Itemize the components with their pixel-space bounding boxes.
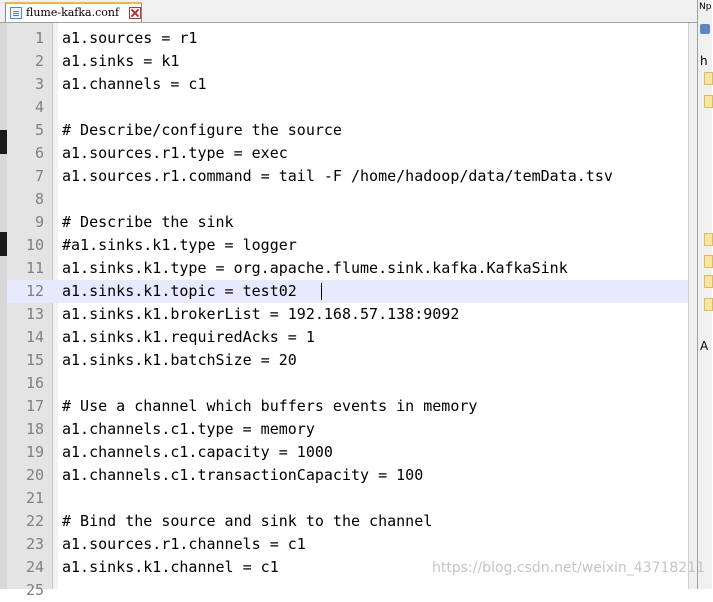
file-icon [10,7,22,19]
line-number: 11 [25,259,44,277]
code-line[interactable]: 14 a1.sinks.k1.requiredAcks = 1 [7,326,688,349]
code-editor[interactable]: 1 a1.sources = r1 2 a1.sinks = k1 3 a1.channe… [7,23,688,599]
line-number: 14 [25,328,44,346]
tab-bar: flume-kafka.conf [0,0,697,23]
line-number: 15 [25,351,44,369]
code-line[interactable]: 17 # Use a channel which buffers events i… [7,395,688,418]
code-line[interactable]: 5 # Describe/configure the source [7,119,688,142]
line-number: 8 [34,190,44,208]
line-number: 12 [25,282,44,300]
line-number-gutter [7,23,53,589]
line-text[interactable]: # Describe/configure the source [62,121,342,139]
tab-flume-kafka-conf[interactable]: flume-kafka.conf [5,2,142,22]
panel-text: A [700,339,709,353]
line-text[interactable]: a1.sources = r1 [62,29,198,47]
line-number: 23 [25,535,44,553]
code-line[interactable]: 23 a1.sources.r1.channels = c1 [7,533,688,556]
left-window-edge [0,0,7,589]
line-number: 16 [25,374,44,392]
line-number: 20 [25,466,44,484]
line-number: 21 [25,489,44,507]
line-number: 6 [34,144,44,162]
line-text[interactable]: a1.sinks.k1.brokerList = 192.168.57.138:… [62,305,460,323]
line-text[interactable]: a1.sinks = k1 [62,52,180,70]
fold-margin [53,23,58,589]
left-edge-block [0,232,7,256]
code-line[interactable]: 3 a1.channels = c1 [7,73,688,96]
line-number: 2 [34,52,44,70]
panel-tool-icon[interactable] [700,24,710,34]
code-line[interactable]: 20 a1.channels.c1.transactionCapacity = 1… [7,464,688,487]
code-line[interactable]: 16 [7,372,688,395]
code-line[interactable]: 24 a1.sinks.k1.channel = c1 [7,556,688,579]
line-number: 7 [34,167,44,185]
code-line[interactable]: 12 a1.sinks.k1.topic = test02 [7,280,688,303]
code-line[interactable]: 15 a1.sinks.k1.batchSize = 20 [7,349,688,372]
code-line[interactable]: 13 a1.sinks.k1.brokerList = 192.168.57.13… [7,303,688,326]
line-text[interactable]: a1.sources.r1.channels = c1 [62,535,306,553]
folder-icon[interactable] [704,95,713,108]
line-number: 5 [34,121,44,139]
folder-icon[interactable] [704,255,713,268]
line-text[interactable]: a1.sinks.k1.requiredAcks = 1 [62,328,315,346]
panel-title: Np [699,2,712,12]
code-line[interactable]: 7 a1.sources.r1.command = tail -F /home/h… [7,165,688,188]
code-line[interactable]: 4 [7,96,688,119]
line-text[interactable]: a1.sources.r1.command = tail -F /home/ha… [62,167,613,185]
line-text[interactable]: a1.channels.c1.capacity = 1000 [62,443,333,461]
line-number: 3 [34,75,44,93]
code-line[interactable]: 8 [7,188,688,211]
line-number: 13 [25,305,44,323]
folder-icon[interactable] [704,275,713,288]
panel-text: h [700,54,708,68]
line-number: 24 [25,558,44,576]
code-line[interactable]: 9 # Describe the sink [7,211,688,234]
folder-icon[interactable] [704,233,713,246]
line-number: 4 [34,98,44,116]
code-line[interactable]: 6 a1.sources.r1.type = exec [7,142,688,165]
line-number: 1 [34,29,44,47]
right-side-panel: Np h A [697,0,713,589]
close-icon[interactable] [129,7,141,19]
code-line[interactable]: 22 # Bind the source and sink to the chan… [7,510,688,533]
line-text[interactable]: a1.channels.c1.transactionCapacity = 100 [62,466,424,484]
line-number: 19 [25,443,44,461]
line-number: 22 [25,512,44,530]
line-text[interactable]: #a1.sinks.k1.type = logger [62,236,297,254]
code-line[interactable]: 19 a1.channels.c1.capacity = 1000 [7,441,688,464]
code-line[interactable]: 25 [7,579,688,602]
code-line[interactable]: 10 #a1.sinks.k1.type = logger [7,234,688,257]
code-line[interactable]: 18 a1.channels.c1.type = memory [7,418,688,441]
vertical-scrollbar[interactable] [688,23,698,589]
code-line[interactable]: 21 [7,487,688,510]
code-line[interactable]: 1 a1.sources = r1 [7,27,688,50]
line-text[interactable]: # Bind the source and sink to the channe… [62,512,433,530]
line-text[interactable]: a1.channels = c1 [62,75,207,93]
line-text[interactable]: a1.channels.c1.type = memory [62,420,315,438]
tab-label: flume-kafka.conf [26,6,120,19]
line-text[interactable]: a1.sinks.k1.channel = c1 [62,558,279,576]
watermark: https://blog.csdn.net/weixin_43718211 [432,560,706,576]
line-text[interactable]: a1.sources.r1.type = exec [62,144,288,162]
left-edge-block [0,130,7,154]
line-text[interactable]: # Describe the sink [62,213,234,231]
line-number: 17 [25,397,44,415]
line-number: 10 [25,236,44,254]
line-text[interactable]: a1.sinks.k1.type = org.apache.flume.sink… [62,259,568,277]
code-line[interactable]: 2 a1.sinks = k1 [7,50,688,73]
line-text[interactable]: # Use a channel which buffers events in … [62,397,478,415]
code-line[interactable]: 11 a1.sinks.k1.type = org.apache.flume.si… [7,257,688,280]
folder-icon[interactable] [704,298,713,311]
line-text[interactable]: a1.sinks.k1.topic = test02 [62,282,297,300]
line-text[interactable]: a1.sinks.k1.batchSize = 20 [62,351,297,369]
text-caret [321,283,322,300]
line-number: 18 [25,420,44,438]
line-number: 25 [25,581,44,599]
folder-icon[interactable] [704,72,713,85]
line-number: 9 [34,213,44,231]
